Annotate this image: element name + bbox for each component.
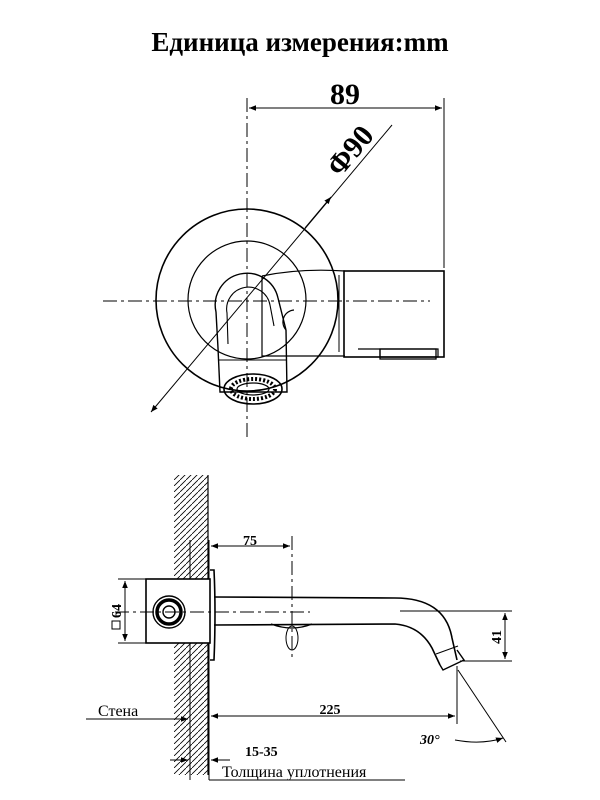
spout-bottom-edge xyxy=(213,623,441,666)
spout-arc-mid xyxy=(282,309,295,331)
escutcheon-inner-ring xyxy=(187,240,307,360)
spout-arc-outer xyxy=(214,272,287,349)
diameter-leader xyxy=(150,124,393,413)
angle-dimension-value: 30° xyxy=(419,733,440,748)
escutcheon-side xyxy=(210,569,216,661)
angle-flow-line xyxy=(457,669,507,743)
aerator-mesh xyxy=(229,377,277,401)
box-square-symbol xyxy=(111,620,121,630)
gasket-dimension xyxy=(170,757,405,781)
width-dimension xyxy=(249,98,445,268)
wall-label: Стена xyxy=(98,703,138,720)
length-dimension xyxy=(211,666,458,724)
outlet-height-dimension xyxy=(400,610,512,662)
length-dimension-value: 225 xyxy=(320,703,341,718)
box-height-dimension xyxy=(118,578,146,644)
gasket-range-value: 15-35 xyxy=(245,745,278,760)
diameter-arrow-top xyxy=(304,196,332,229)
aerator-outer xyxy=(223,373,283,405)
diameter-dimension-value: Φ90 xyxy=(320,119,381,182)
escutcheon-plate xyxy=(155,208,339,392)
angle-dimension xyxy=(454,669,507,743)
angle-arc xyxy=(454,737,504,743)
spout-nozzle-body xyxy=(217,329,288,393)
spout-outlet xyxy=(439,649,466,671)
drawing-title: Единица измерения:mm xyxy=(151,27,449,57)
handle-lever-tip xyxy=(379,348,437,360)
diameter-dimension xyxy=(150,124,393,413)
side-view xyxy=(115,536,466,780)
handle-connector xyxy=(261,276,345,357)
valve-cartridge-mid xyxy=(155,598,183,626)
spout-outlet-seam xyxy=(435,645,459,655)
gasket-label: Толщина уплотнения xyxy=(222,764,367,781)
box-height-dimension-value: 64 xyxy=(110,604,125,618)
mixer-handle xyxy=(343,270,445,358)
depth-dimension-value: 75 xyxy=(243,534,257,549)
handle-connector-curve xyxy=(261,269,346,277)
aerator-inner xyxy=(236,382,270,396)
handle-lever xyxy=(358,348,439,358)
top-view xyxy=(103,98,445,440)
spout-aerator-detail xyxy=(270,623,313,629)
spout-arc-inner xyxy=(226,286,275,345)
width-dimension-value: 89 xyxy=(330,78,360,111)
outlet-height-dimension-value: 41 xyxy=(490,630,505,644)
spout-top-edge xyxy=(213,596,458,661)
